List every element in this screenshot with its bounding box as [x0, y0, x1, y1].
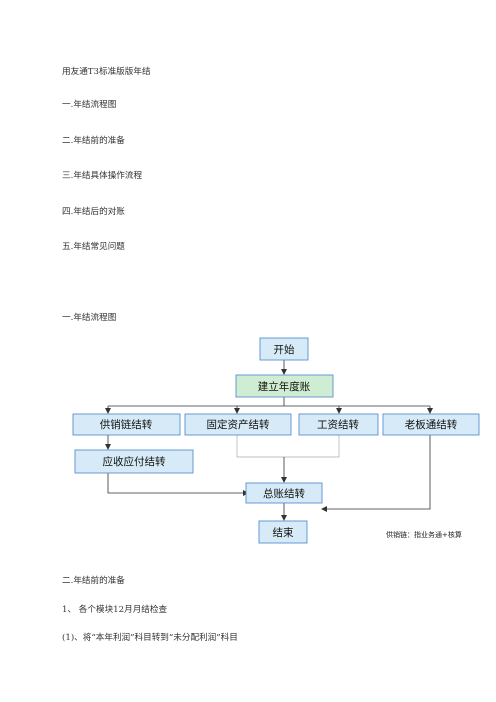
toc-item: 三.年结具体操作流程 — [62, 171, 143, 181]
supply-chain-close-box — [72, 413, 181, 436]
document-title: 用友通T3标准版版年结 — [62, 67, 151, 77]
list-item: 1、 各个模块12月月结检查 — [62, 605, 168, 615]
supply-chain-close-label: 供销链结转 — [100, 418, 153, 431]
section-heading: 一.年结流程图 — [62, 313, 117, 323]
toc-item: 四.年结后的对账 — [62, 207, 125, 217]
toc-item: 二.年结前的准备 — [62, 136, 125, 146]
create-year-account-box — [235, 374, 334, 398]
receivable-payable-close-box — [74, 449, 194, 474]
lao-ban-tong-close-box — [382, 413, 480, 436]
end-box — [258, 520, 308, 544]
start-label: 开始 — [274, 343, 295, 356]
toc-item: 一.年结流程图 — [62, 100, 117, 110]
toc-item: 五.年结常见问题 — [62, 242, 125, 252]
year-end-flowchart: 开始 建立年度账 供销链结转 固定资产结转 工资结转 老板通结转 应收应付结转 … — [72, 337, 480, 544]
fixed-assets-close-box — [184, 413, 292, 436]
list-item-sub: (1)、将“本年利润”科目转到“未分配利润”科目 — [62, 633, 238, 643]
connector — [107, 473, 248, 494]
fixed-assets-close-label: 固定资产结转 — [207, 418, 270, 431]
flowchart-note: 供销链：指业务通+核算 — [386, 530, 462, 539]
receivable-payable-close-label: 应收应付结转 — [103, 455, 166, 468]
connector — [324, 435, 431, 510]
end-label: 结束 — [273, 526, 294, 539]
payroll-close-label: 工资结转 — [317, 418, 359, 431]
create-year-account-label: 建立年度账 — [258, 380, 311, 393]
connector — [236, 435, 340, 458]
lao-ban-tong-close-label: 老板通结转 — [405, 418, 458, 431]
payroll-close-box — [298, 413, 379, 436]
gl-close-label: 总账结转 — [263, 487, 305, 500]
start-box — [259, 337, 309, 361]
gl-close-box — [245, 482, 323, 504]
section-heading: 二.年结前的准备 — [62, 576, 125, 586]
